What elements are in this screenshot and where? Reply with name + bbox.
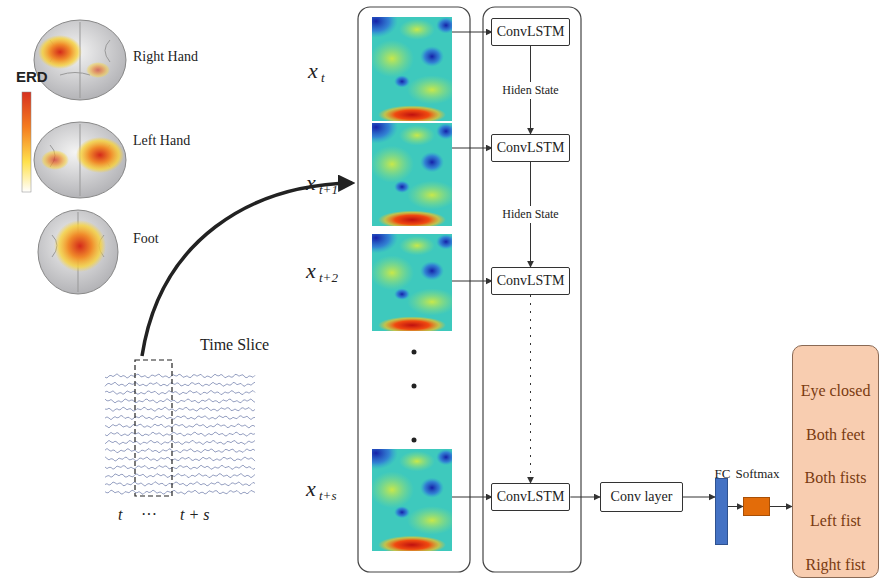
annotation-label: t bbox=[118, 506, 122, 524]
annotation-label: ··· bbox=[141, 506, 157, 524]
class-label: Both fists bbox=[805, 469, 867, 487]
brain-illustration bbox=[34, 20, 126, 294]
slice-arrow bbox=[142, 183, 352, 356]
box-label: Conv layer bbox=[611, 489, 673, 505]
annotation-label: Foot bbox=[133, 231, 159, 247]
layer-bar: FC bbox=[715, 478, 728, 545]
frame-label: t+2 bbox=[319, 270, 338, 286]
connector-arrow bbox=[728, 506, 743, 507]
connector-arrow bbox=[570, 497, 600, 498]
box-label: ConvLSTM bbox=[497, 24, 565, 40]
annotation-label: Right Hand bbox=[133, 49, 198, 65]
layer-bar: Softmax bbox=[743, 497, 770, 516]
box-label: ConvLSTM bbox=[497, 489, 565, 505]
box-label: ConvLSTM bbox=[497, 140, 565, 156]
input-arrows bbox=[452, 32, 492, 497]
frame-label: x bbox=[306, 170, 316, 196]
annotation-label: t + s bbox=[180, 506, 209, 524]
frame-label: x bbox=[306, 476, 316, 502]
erd-colorbar bbox=[22, 92, 31, 192]
class-label: Right fist bbox=[805, 556, 865, 574]
annotation-label: ERD bbox=[16, 68, 48, 85]
layer-label: FC bbox=[715, 466, 731, 482]
frame-label: t+1 bbox=[319, 182, 338, 198]
frame-label: t+s bbox=[319, 488, 336, 504]
connector-arrow bbox=[683, 497, 715, 498]
process-box: ConvLSTM bbox=[491, 483, 571, 511]
edge-label: Hiden State bbox=[500, 206, 560, 223]
layer-label: Softmax bbox=[735, 466, 779, 482]
frame-label: x bbox=[308, 58, 318, 84]
process-box: ConvLSTM bbox=[491, 267, 571, 295]
frame-label: x bbox=[306, 258, 316, 284]
eeg-traces bbox=[105, 374, 255, 495]
class-label: Both feet bbox=[806, 426, 865, 444]
edge-label: Hiden State bbox=[500, 82, 560, 99]
output-class-box: Eye closedBoth feetBoth fistsLeft fistRi… bbox=[792, 345, 879, 578]
annotation-label: Left Hand bbox=[133, 133, 190, 149]
box-label: ConvLSTM bbox=[497, 273, 565, 289]
connector-arrow bbox=[770, 506, 792, 507]
class-label: Left fist bbox=[810, 512, 861, 530]
annotation-label: Time Slice bbox=[200, 336, 269, 354]
ellipsis-dots bbox=[412, 350, 417, 443]
connector-arrow bbox=[530, 295, 531, 483]
process-box: ConvLSTM bbox=[491, 18, 571, 46]
class-label: Eye closed bbox=[801, 382, 871, 400]
process-box: Conv layer bbox=[600, 482, 683, 512]
convlstm-column bbox=[483, 7, 581, 572]
heatmap-frames bbox=[354, 5, 457, 555]
time-slice-window bbox=[135, 360, 172, 496]
frame-label: t bbox=[321, 70, 325, 86]
process-box: ConvLSTM bbox=[491, 134, 571, 162]
